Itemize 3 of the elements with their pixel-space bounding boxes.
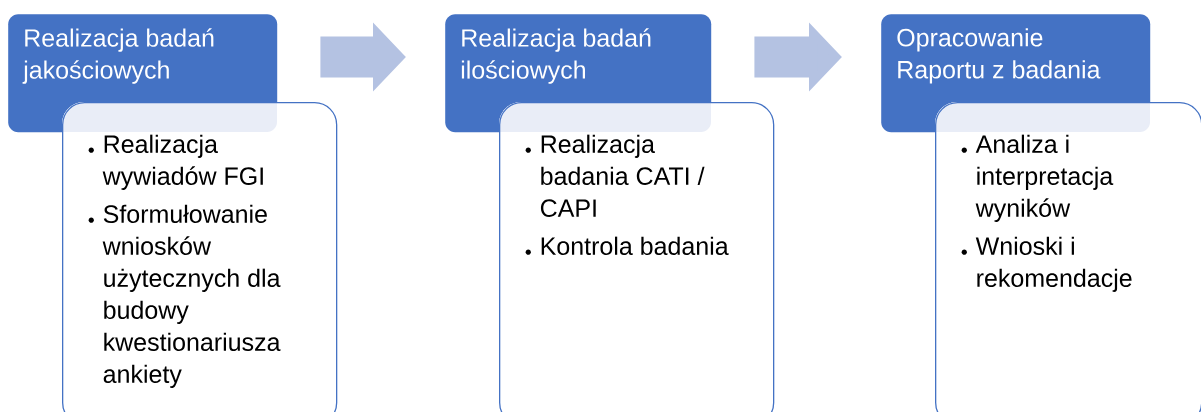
detail-box: Analiza i interpretacja wyników Wnioski i rekomendacje xyxy=(935,102,1201,412)
detail-box: Realizacja badania CATI / CAPI Kontrola badania xyxy=(499,102,775,412)
detail-box: Realizacja wywiadów FGI Sformułowanie wniosków użytecznych dla budowy kwestionariusza ankiety xyxy=(62,102,338,412)
